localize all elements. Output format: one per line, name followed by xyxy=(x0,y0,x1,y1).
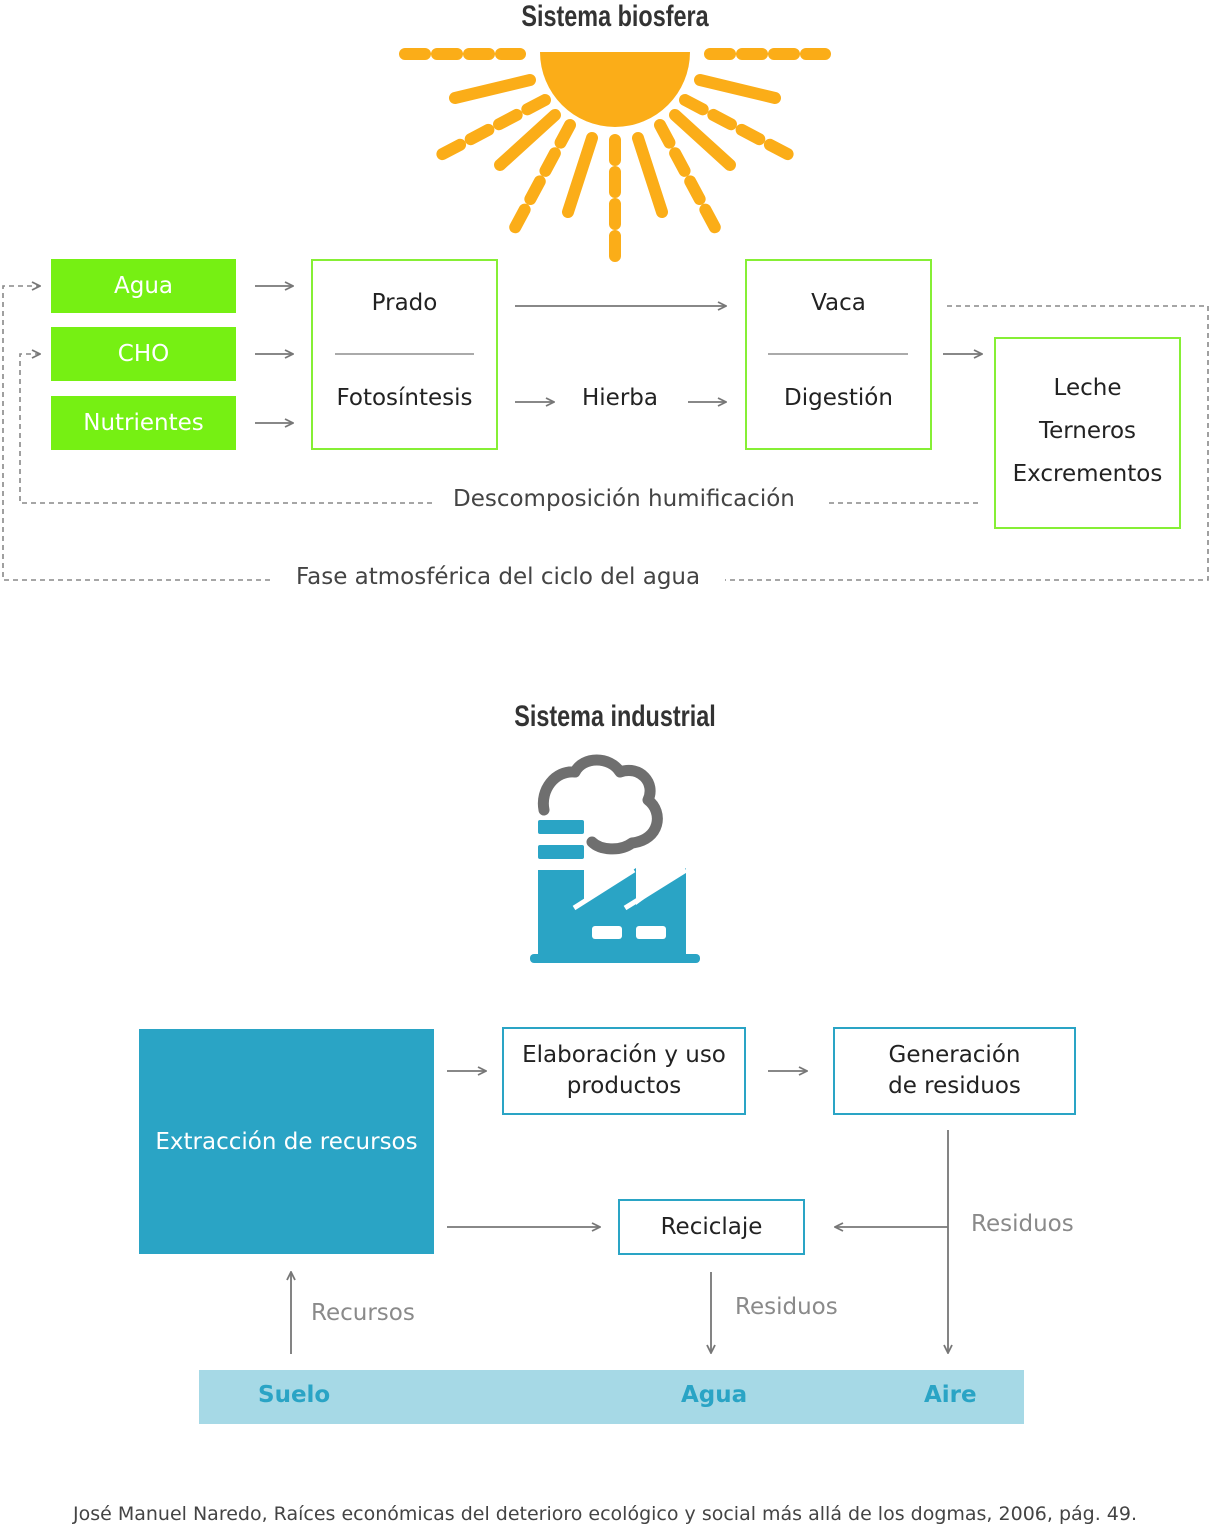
input-nutrientes-label: Nutrientes xyxy=(83,410,204,436)
residuos-right-label: Residuos xyxy=(971,1211,1074,1237)
input-cho-label: CHO xyxy=(117,341,170,367)
residuos-bottom-label: Residuos xyxy=(735,1294,838,1320)
outputs-box xyxy=(994,337,1181,529)
vaca-label: Vaca xyxy=(811,290,866,316)
waste-generation-box: Generación de residuos xyxy=(833,1027,1076,1115)
input-cho: CHO xyxy=(51,327,236,381)
decomposition-loop-label: Descomposición humificación xyxy=(441,486,807,512)
atmosphere-loop-label: Fase atmosférica del ciclo del agua xyxy=(284,564,713,590)
input-nutrientes: Nutrientes xyxy=(51,396,236,450)
fotosintesis-label: Fotosíntesis xyxy=(336,385,473,411)
waste-generation-line1: Generación xyxy=(888,1042,1021,1068)
output-terneros: Terneros xyxy=(1038,418,1137,444)
industrial-title: Sistema industrial xyxy=(514,700,716,733)
ground-band xyxy=(199,1370,1024,1424)
extraction-label: Extracción de recursos xyxy=(155,1128,418,1155)
factory-icon xyxy=(530,754,700,963)
recycling-label: Reciclaje xyxy=(660,1213,763,1240)
source-caption: José Manuel Naredo, Raíces económicas de… xyxy=(72,1503,1138,1525)
output-leche: Leche xyxy=(1053,375,1122,401)
ground-aire: Aire xyxy=(924,1382,977,1408)
ground-suelo: Suelo xyxy=(258,1382,331,1408)
output-excrementos: Excrementos xyxy=(1012,461,1163,487)
biosphere-title: Sistema biosfera xyxy=(521,0,709,33)
input-agua-label: Agua xyxy=(113,273,173,299)
extraction-box: Extracción de recursos xyxy=(139,1029,434,1254)
hierba-label: Hierba xyxy=(582,385,658,411)
prado-label: Prado xyxy=(371,290,438,316)
elaboration-box: Elaboración y uso productos xyxy=(502,1027,746,1115)
elaboration-line2: productos xyxy=(566,1073,682,1099)
digestion-label: Digestión xyxy=(784,385,893,411)
elaboration-line1: Elaboración y uso xyxy=(522,1042,726,1068)
recursos-label: Recursos xyxy=(311,1300,415,1326)
sun-icon xyxy=(399,48,831,271)
recycling-box: Reciclaje xyxy=(618,1199,805,1255)
input-agua: Agua xyxy=(51,259,236,313)
waste-generation-line2: de residuos xyxy=(888,1073,1021,1099)
biosphere-connectors xyxy=(2,0,1209,581)
ground-agua: Agua xyxy=(681,1382,748,1408)
